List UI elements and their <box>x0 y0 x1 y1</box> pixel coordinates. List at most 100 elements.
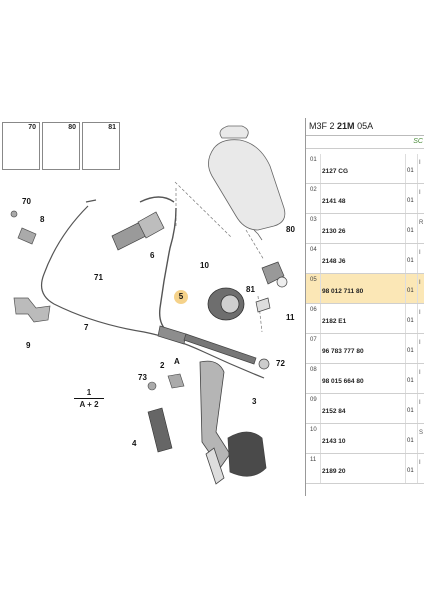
part-reference[interactable]: 2148 J6 <box>322 258 346 265</box>
callout-7[interactable]: 7 <box>84 323 89 332</box>
panel-subheader: SC <box>306 136 424 149</box>
callout-9[interactable]: 9 <box>26 341 31 350</box>
part-reference[interactable]: 98 012 711 80 <box>322 288 364 295</box>
fraction-top: 1 <box>86 388 92 397</box>
fraction-bottom: A + 2 <box>79 400 99 409</box>
thumb-number: 80 <box>68 124 76 131</box>
table-row[interactable]: 05 98 012 711 80 01 I <box>306 274 424 304</box>
column-divider <box>417 454 418 483</box>
part-quantity: 01 <box>407 438 414 444</box>
row-index: 05 <box>310 277 317 283</box>
callout-81[interactable]: 81 <box>246 285 255 294</box>
part-reference[interactable]: 2182 E1 <box>322 318 347 325</box>
callout-a[interactable]: A <box>174 357 180 366</box>
assembly-fraction: 1 A + 2 <box>74 388 104 409</box>
column-divider <box>320 334 321 363</box>
column-divider <box>417 274 418 303</box>
part-reference[interactable]: 2152 84 <box>322 408 346 415</box>
slave-cylinder <box>111 211 165 251</box>
row-index: 01 <box>310 157 317 163</box>
part-quantity: 01 <box>407 468 414 474</box>
thumb-number: 70 <box>28 124 36 131</box>
part-reference[interactable]: 2141 48 <box>322 198 346 205</box>
callout-3[interactable]: 3 <box>252 397 257 406</box>
thumb-80[interactable]: 80 <box>42 122 80 170</box>
column-divider <box>320 154 321 183</box>
return-spring <box>147 407 173 453</box>
thumb-81[interactable]: 81 <box>82 122 120 170</box>
part-flag: I <box>419 370 421 376</box>
column-divider <box>405 274 406 303</box>
callout-73[interactable]: 73 <box>138 373 147 382</box>
part-flag: I <box>419 460 421 466</box>
part-quantity: 01 <box>407 318 414 324</box>
callout-5[interactable]: 5 <box>174 290 188 304</box>
part-quantity: 01 <box>407 258 414 264</box>
part-quantity: 01 <box>407 288 414 294</box>
part-reference[interactable]: 2189 20 <box>322 468 346 475</box>
part-reference[interactable]: 2130 26 <box>322 228 346 235</box>
part-flag: I <box>419 250 421 256</box>
column-divider <box>320 454 321 483</box>
callout-6[interactable]: 6 <box>150 251 155 260</box>
column-divider <box>405 184 406 213</box>
row-index: 02 <box>310 187 317 193</box>
callout-80[interactable]: 80 <box>286 225 295 234</box>
callout-2[interactable]: 2 <box>160 361 165 370</box>
pivot-parts <box>147 373 185 391</box>
part-quantity: 01 <box>407 168 414 174</box>
table-row[interactable]: 04 2148 J6 01 I <box>306 244 424 274</box>
part-flag: I <box>419 400 421 406</box>
grommet <box>207 287 245 321</box>
callout-71[interactable]: 71 <box>94 273 103 282</box>
part-flag: I <box>419 280 421 286</box>
fraction-line <box>74 398 104 399</box>
part-reference[interactable]: 96 783 777 80 <box>322 348 364 355</box>
row-index: 07 <box>310 337 317 343</box>
column-divider <box>405 394 406 423</box>
callout-11[interactable]: 11 <box>286 313 295 322</box>
callout-8[interactable]: 8 <box>40 215 45 224</box>
part-flag: S <box>419 430 424 436</box>
master-cylinder <box>157 325 270 370</box>
column-divider <box>417 154 418 183</box>
column-divider <box>320 394 321 423</box>
part-quantity: 01 <box>407 198 414 204</box>
column-divider <box>417 214 418 243</box>
part-reference[interactable]: 2143 10 <box>322 438 346 445</box>
part-flag: I <box>419 160 421 166</box>
column-divider <box>417 394 418 423</box>
part-reference[interactable]: 98 015 664 80 <box>322 378 364 385</box>
column-divider <box>320 274 321 303</box>
thumb-number: 81 <box>108 124 116 131</box>
part-quantity: 01 <box>407 378 414 384</box>
diagram-drawing <box>10 125 288 485</box>
table-row[interactable]: 10 2143 10 01 S <box>306 424 424 454</box>
row-index: 03 <box>310 217 317 223</box>
thumb-70[interactable]: 70 <box>2 122 40 170</box>
callout-10[interactable]: 10 <box>200 261 209 270</box>
callout-72[interactable]: 72 <box>276 359 285 368</box>
row-index: 04 <box>310 247 317 253</box>
part-flag: I <box>419 310 421 316</box>
callout-4[interactable]: 4 <box>132 439 137 448</box>
column-divider <box>405 424 406 453</box>
part-reference[interactable]: 2127 CG <box>322 168 349 175</box>
part-flag: I <box>419 340 421 346</box>
code-bold: 21M <box>337 121 355 131</box>
row-index: 09 <box>310 397 317 403</box>
column-divider <box>417 424 418 453</box>
row-index: 10 <box>310 427 317 433</box>
code-suffix: 05A <box>357 121 374 131</box>
column-divider <box>417 304 418 333</box>
callout-70[interactable]: 70 <box>22 197 31 206</box>
